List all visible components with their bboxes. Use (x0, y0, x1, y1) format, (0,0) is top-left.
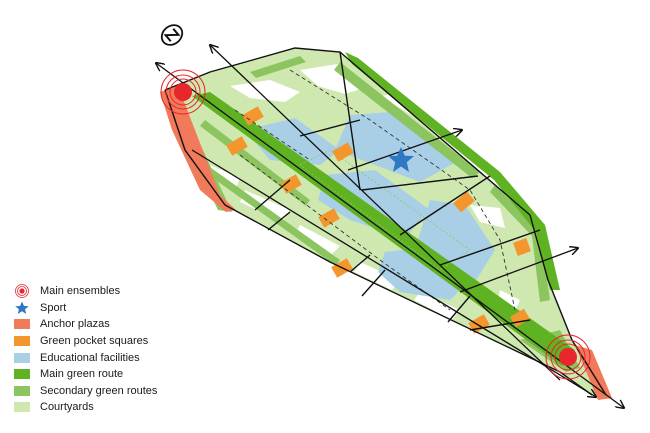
legend-label: Main green route (40, 368, 124, 381)
pocket-square-swatch (14, 336, 30, 347)
legend-label: Anchor plazas (40, 318, 110, 331)
education-swatch (14, 352, 30, 363)
cross-arrow-east (459, 248, 578, 293)
main-ensemble-nw (160, 69, 206, 115)
legend-item-main-ensembles: Main ensembles (14, 283, 157, 300)
legend-label: Main ensembles (40, 285, 121, 298)
main-axis-arrow (156, 63, 624, 408)
legend-label: Courtyards (40, 401, 94, 414)
legend-label: Educational facilities (40, 351, 140, 364)
concentric-circles-icon (15, 284, 29, 299)
legend-label: Sport (40, 301, 67, 314)
sport-star-icon (388, 147, 414, 172)
main-ensemble-se (545, 334, 591, 380)
legend-item-sport: Sport (14, 300, 157, 317)
star-icon (15, 301, 29, 314)
secondary-route-swatch (14, 385, 30, 396)
north-arrow-icon (160, 24, 184, 46)
upper-axis-arrow (210, 45, 561, 381)
legend-item-courtyards: Courtyards (14, 399, 157, 416)
axis-arrows (156, 45, 624, 408)
legend-item-anchor-plazas: Anchor plazas (14, 316, 157, 333)
courtyard-swatch (14, 402, 30, 413)
legend-item-green-pocket-squares: Green pocket squares (14, 333, 157, 350)
legend-label: Green pocket squares (40, 335, 149, 348)
legend-item-main-green-route: Main green route (14, 366, 157, 383)
legend-item-educational-facilities: Educational facilities (14, 349, 157, 366)
legend: Main ensembles Sport Anchor plazas Green… (14, 283, 157, 416)
secondary-axis-arrow (191, 149, 596, 397)
cross-arrow-north (347, 130, 462, 171)
anchor-plaza-swatch (14, 319, 30, 330)
main-route-swatch (14, 369, 30, 380)
legend-label: Secondary green routes (40, 384, 158, 397)
legend-item-secondary-green-routes: Secondary green routes (14, 383, 157, 400)
